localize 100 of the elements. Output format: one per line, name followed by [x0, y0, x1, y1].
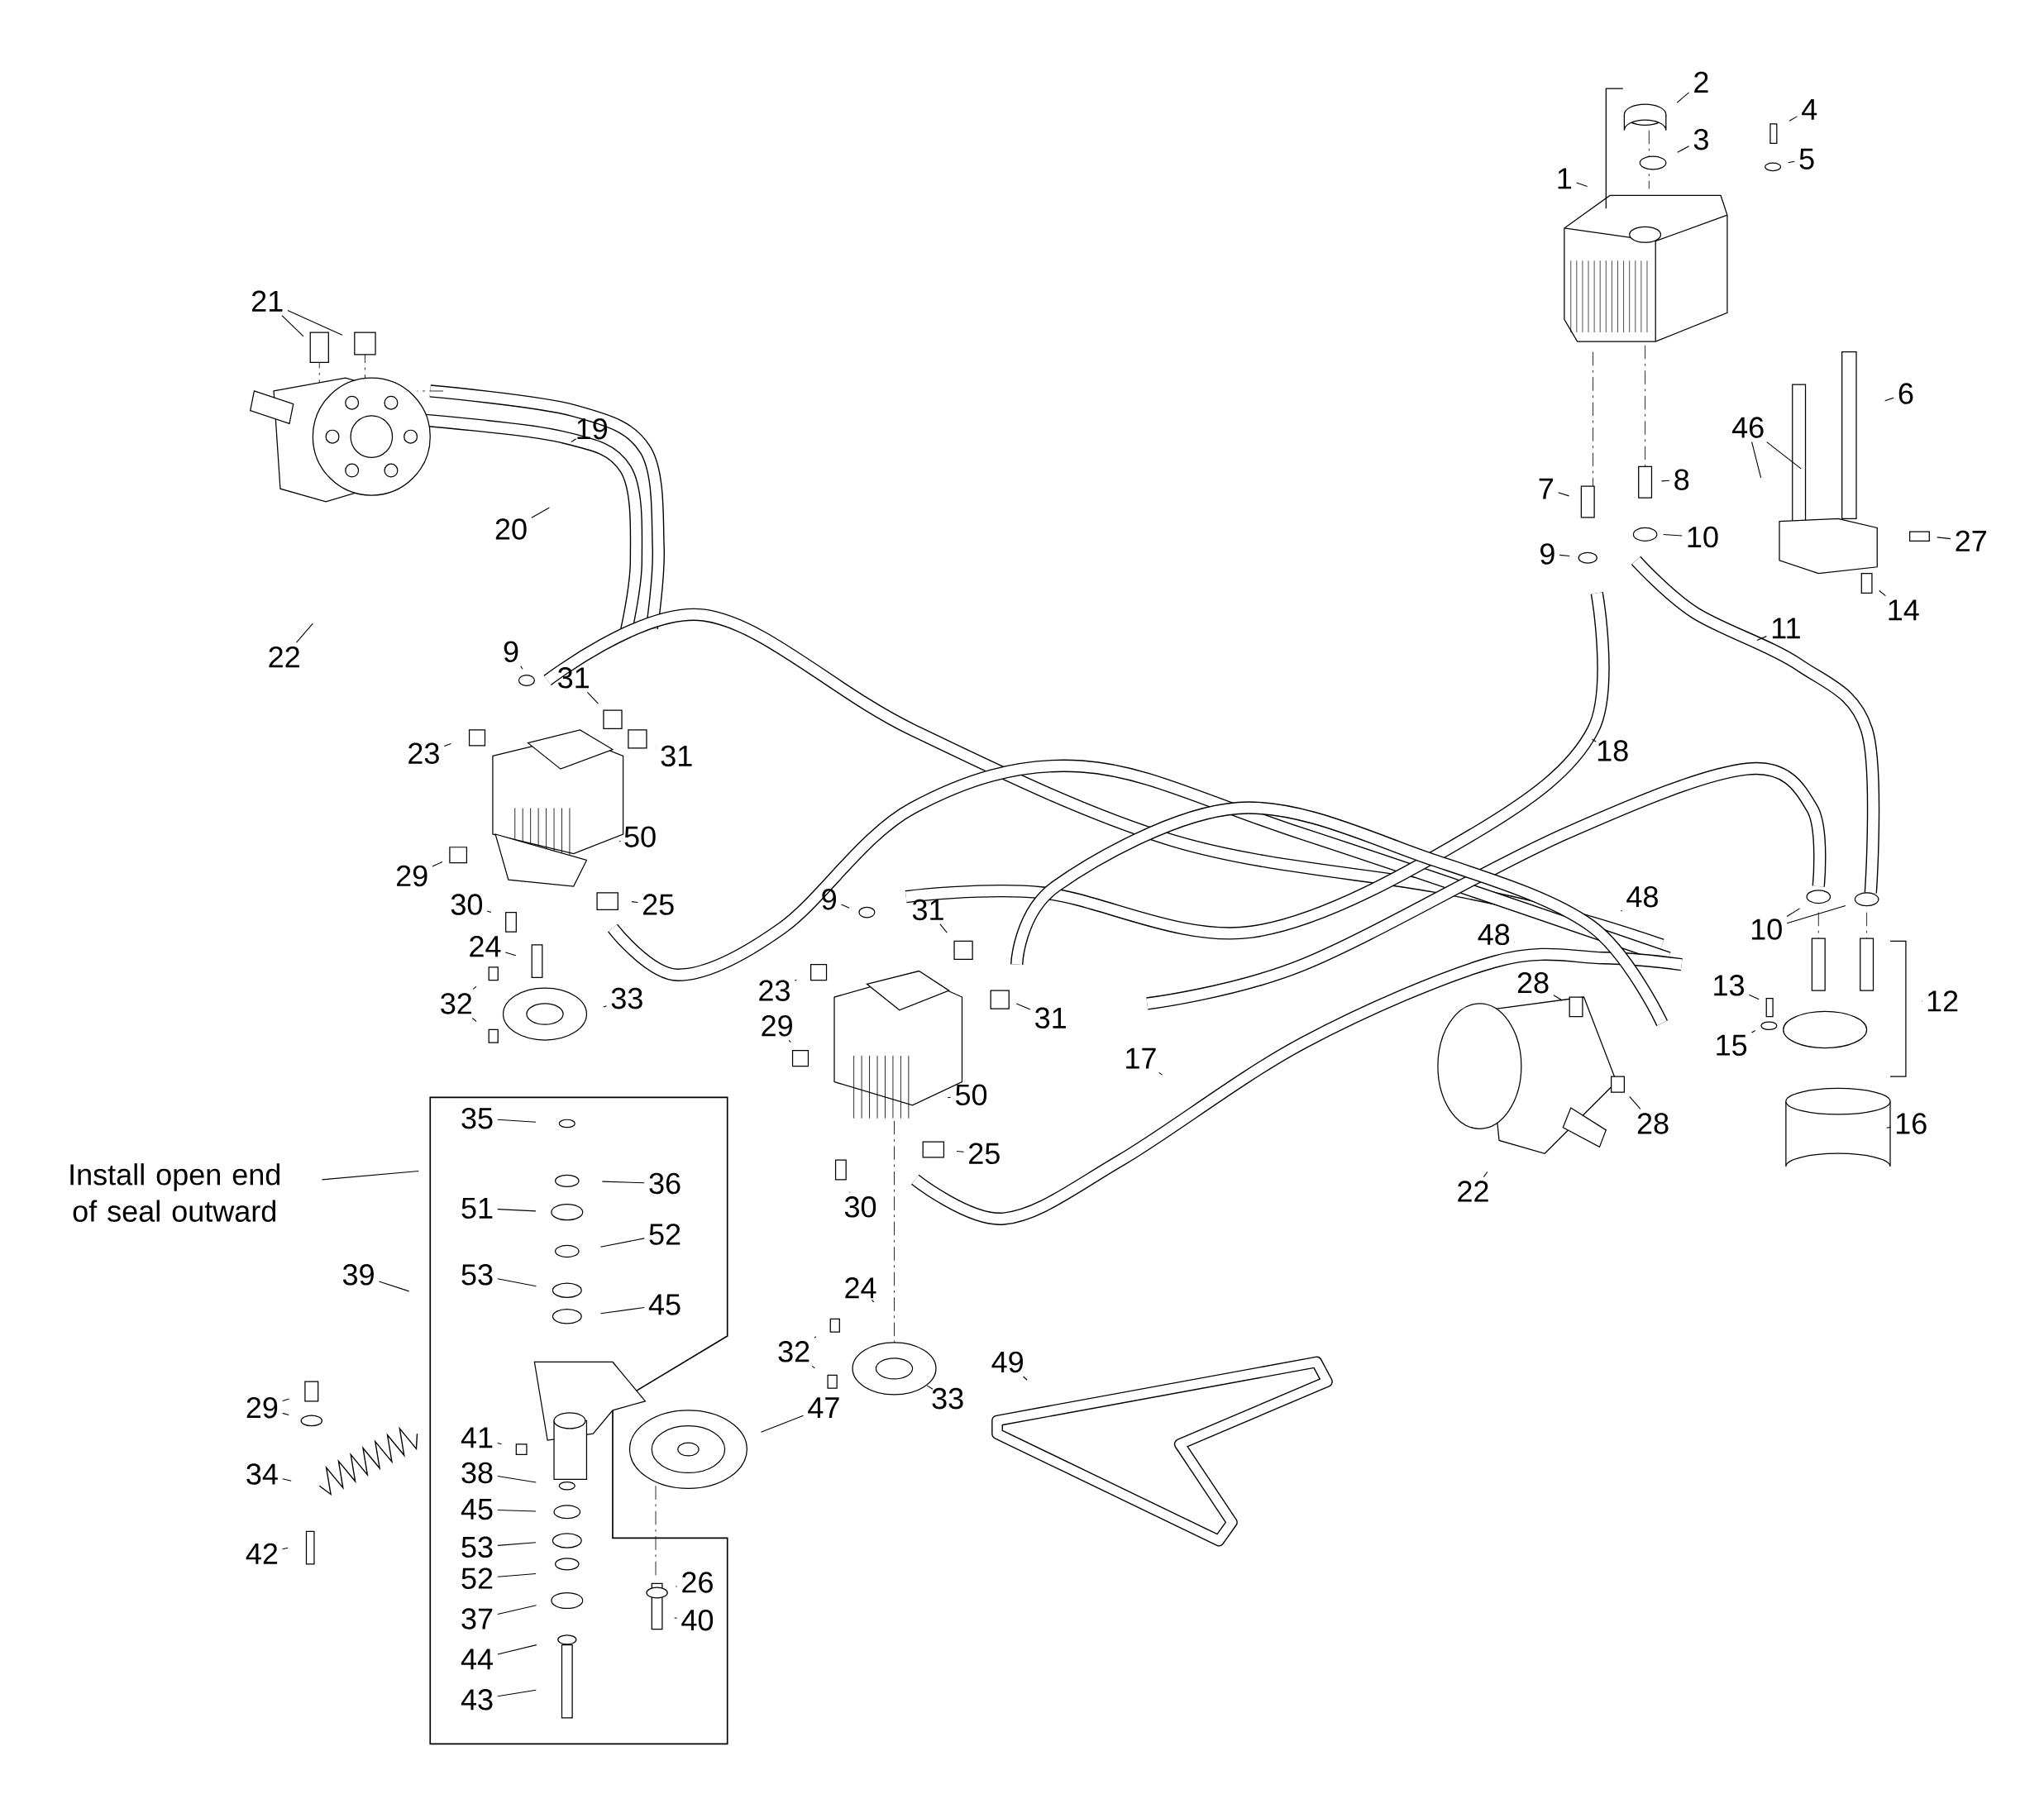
leader-line	[788, 1039, 791, 1043]
callout-number: 10	[1688, 526, 1718, 548]
leader-line	[472, 985, 477, 990]
leader-line	[1786, 908, 1801, 917]
leader-line	[1756, 635, 1767, 641]
leader-line	[497, 1119, 537, 1123]
leader-line	[1788, 160, 1795, 164]
leader-line	[1786, 904, 1846, 924]
callout-number: 33	[932, 1387, 963, 1410]
leader-line	[497, 1209, 537, 1212]
leader-line	[811, 1365, 815, 1369]
leader-line	[1620, 909, 1623, 912]
leader-line	[1629, 1095, 1641, 1109]
leader-line	[1483, 1171, 1488, 1178]
callout-number: 44	[461, 1649, 493, 1670]
leader-line	[443, 742, 452, 747]
leader-line	[926, 1385, 934, 1390]
leader-line	[1676, 92, 1690, 103]
leader-line	[618, 840, 622, 842]
callout-number: 25	[642, 894, 674, 915]
callout-number: 21	[252, 290, 283, 312]
callout-number: 53	[461, 1536, 493, 1558]
leader-line	[840, 904, 850, 909]
leader-line	[520, 666, 523, 670]
leader-line	[378, 1281, 410, 1292]
leader-line	[1748, 994, 1760, 1000]
callout-number: 20	[495, 518, 527, 540]
callout-number: 27	[1956, 530, 1986, 551]
callout-number: 9	[504, 641, 518, 662]
callout-number: 8	[1674, 469, 1689, 490]
callout-number: 10	[1751, 919, 1782, 940]
leader-line	[1553, 994, 1563, 1001]
callout-number: 48	[1478, 923, 1510, 945]
leader-line	[282, 1398, 290, 1401]
note-text: Install open end of seal outward	[70, 1163, 280, 1222]
callout-number: 18	[1597, 740, 1628, 761]
leader-line	[599, 1306, 645, 1315]
callout-number: 9	[822, 888, 836, 910]
callout-number: 40	[681, 1609, 714, 1631]
leader-line	[471, 1017, 477, 1023]
leader-line	[599, 1238, 645, 1248]
callout-number: 24	[470, 935, 501, 957]
callout-number: 4	[1802, 98, 1817, 120]
callout-number: 52	[461, 1567, 493, 1589]
callout-number: 28	[1637, 1113, 1669, 1134]
callout-number: 23	[408, 742, 439, 764]
callout-number: 5	[1799, 148, 1814, 169]
leader-line	[586, 691, 599, 704]
leader-line	[1023, 1376, 1028, 1381]
leader-line	[497, 1278, 537, 1287]
leader-line	[601, 1181, 645, 1184]
leader-line	[947, 1096, 952, 1099]
callout-number: 31	[558, 666, 589, 689]
callout-number: 28	[1517, 971, 1549, 994]
callout-number: 31	[912, 899, 943, 921]
callout-number: 22	[1458, 1181, 1488, 1202]
leader-line	[504, 952, 517, 957]
leader-line	[497, 1542, 537, 1546]
callout-number: 31	[661, 745, 692, 766]
callout-number: 11	[1772, 618, 1800, 639]
leader-line	[956, 1150, 965, 1152]
callout-number: 32	[441, 993, 471, 1014]
leader-line	[1766, 441, 1802, 470]
callout-number: 29	[397, 865, 427, 887]
leader-line	[571, 438, 577, 442]
callout-number: 2	[1694, 71, 1708, 93]
callout-number: 45	[648, 1294, 681, 1315]
leader-line	[871, 1299, 875, 1303]
leader-line	[939, 923, 948, 933]
callout-number: 43	[461, 1688, 493, 1711]
leader-line	[1158, 1071, 1163, 1076]
leader-line	[794, 979, 797, 981]
leader-line	[1788, 116, 1798, 122]
callout-number: 47	[808, 1397, 839, 1418]
callout-number: 19	[577, 418, 608, 440]
callout-number: 9	[1540, 543, 1554, 565]
leader-line	[1937, 537, 1951, 540]
callout-number: 6	[1898, 383, 1913, 404]
callout-number: 35	[461, 1107, 493, 1129]
callout-number: 17	[1126, 1047, 1156, 1069]
callout-number: 51	[461, 1197, 493, 1219]
callout-number: 13	[1714, 975, 1744, 996]
leader-line	[486, 910, 492, 913]
callout-number: 53	[461, 1263, 493, 1286]
leader-line	[281, 314, 304, 337]
leader-line	[675, 1586, 678, 1587]
leader-line	[1576, 182, 1588, 188]
leader-line	[497, 1605, 537, 1615]
leader-line	[1591, 738, 1597, 742]
leader-line	[282, 1478, 292, 1482]
leader-line	[1015, 1003, 1031, 1010]
callout-number: 41	[461, 1427, 493, 1448]
leader-line	[321, 1170, 419, 1181]
callout-number: 50	[955, 1084, 987, 1105]
callout-number: 33	[611, 987, 642, 1009]
leader-line	[849, 1191, 851, 1193]
leader-line	[1750, 1029, 1756, 1033]
leader-line	[1884, 397, 1894, 402]
leader-line	[282, 1547, 289, 1550]
leader-line	[497, 1442, 503, 1445]
